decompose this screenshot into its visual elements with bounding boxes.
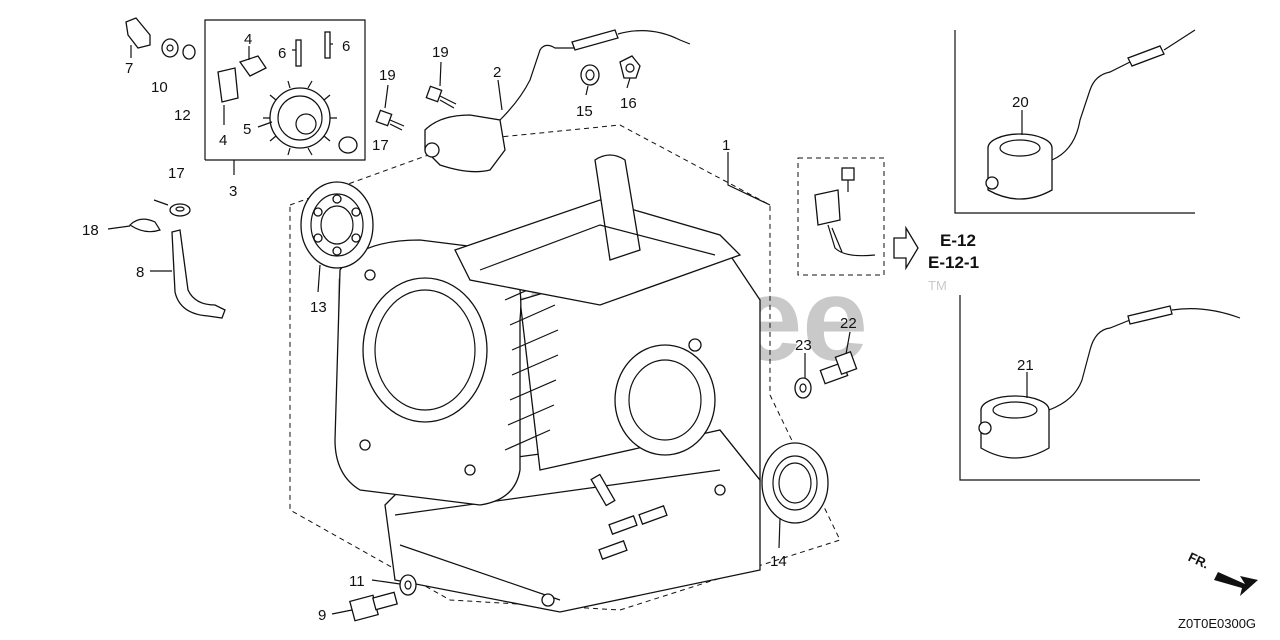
callout-18: 18 [82,222,99,239]
front-label: FR. [1186,549,1211,571]
front-direction-arrow-icon [1214,572,1258,596]
inset-frame-21 [959,295,1200,481]
callout-12: 12 [174,107,191,124]
washer-17-left [169,203,191,217]
oil-sensor-unit [814,167,876,257]
callout-6b: 6 [342,38,350,55]
reference-e12[interactable]: E-12 [940,231,976,250]
washer-15 [580,64,600,86]
diagram-code: Z0T0E0300G [1178,616,1256,631]
callout-17b: 17 [372,137,389,154]
callout-7: 7 [125,60,133,77]
ball-bearing [300,181,374,269]
oil-sensor-group-outline [797,157,885,276]
governor-holder [125,17,151,49]
nut-16 [619,55,641,79]
callout-16: 16 [620,95,637,112]
oil-switch-type-20 [985,29,1196,200]
drain-washer [399,574,417,596]
clip-12 [182,44,196,60]
bolt-19-center [425,85,457,109]
callout-2: 2 [493,64,501,81]
callout-6a: 6 [278,45,286,62]
governor-pin-a [295,39,302,67]
callout-20: 20 [1012,94,1029,111]
drain-bolt [349,591,398,622]
oil-level-switch [424,29,691,173]
governor-arm [171,229,226,319]
callout-4a: 4 [244,31,252,48]
callout-21: 21 [1017,357,1034,374]
oil-seal [761,442,829,524]
callout-10: 10 [151,79,168,96]
reference-e12-1[interactable]: E-12-1 [928,253,979,272]
washer-17-right [338,136,358,154]
cylinder-block [334,154,761,613]
callout-15: 15 [576,103,593,120]
bolt-19-left [375,109,405,131]
inset-frame-20 [954,30,1195,214]
callout-11: 11 [349,573,365,590]
reference-arrow-icon [893,225,919,271]
governor-weight-lower [217,67,239,103]
callout-19b: 19 [379,67,396,84]
governor-weight-upper [238,55,267,77]
oil-switch-type-21 [978,305,1241,459]
plug-washer [794,377,812,399]
washer-10 [161,38,179,58]
governor-assembly-box [204,19,366,161]
callout-17a: 17 [168,165,185,182]
callout-9: 9 [318,607,326,624]
watermark-trademark: TM [928,278,947,293]
callout-22: 22 [840,315,857,332]
callout-13: 13 [310,299,327,316]
oil-filler-plug [819,350,858,385]
callout-14: 14 [770,553,787,570]
governor-gear [263,80,337,156]
leader-lines [107,43,1028,615]
callout-19a: 19 [432,44,449,61]
callout-5: 5 [243,121,251,138]
callout-labels: 1 2 3 4 4 5 6 6 7 8 9 10 11 12 13 14 15 … [82,31,1034,624]
callout-4b: 4 [219,132,227,149]
callout-8: 8 [136,264,144,281]
callout-3: 3 [229,183,237,200]
callout-23: 23 [795,337,812,354]
governor-pin-b [324,31,331,59]
clip-18 [129,218,161,233]
callout-1: 1 [722,137,730,154]
